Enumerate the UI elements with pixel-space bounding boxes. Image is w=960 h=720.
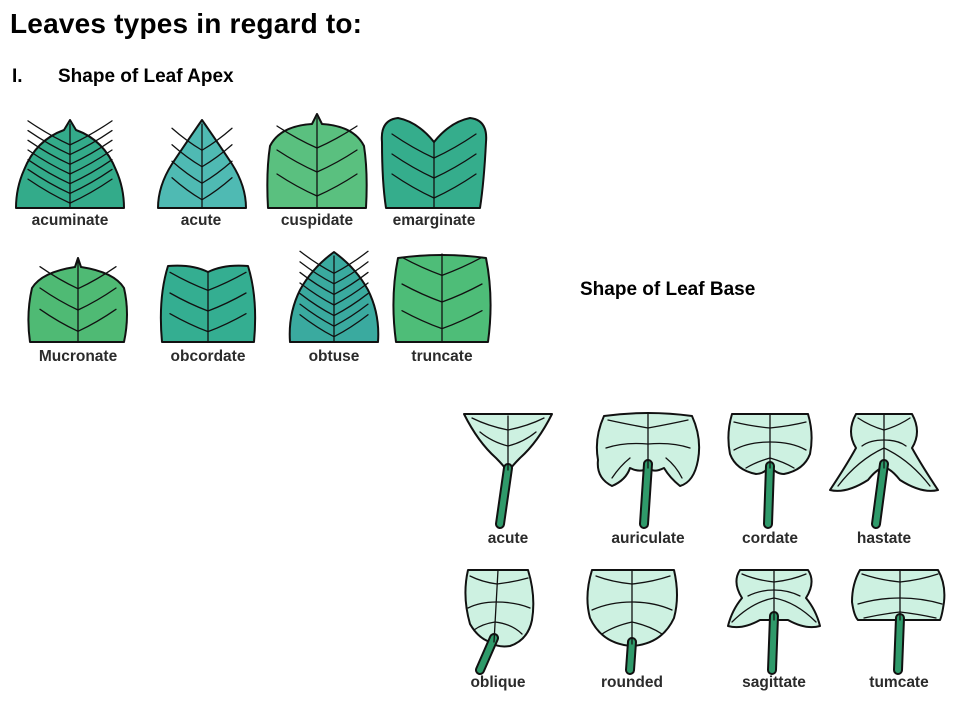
- leaf-shape: [27, 257, 128, 343]
- leaf-base-oblique: oblique: [458, 566, 538, 702]
- leaf-base-tumcate: tumcate: [850, 566, 948, 702]
- leaf-label: emarginate: [392, 212, 476, 229]
- leaf-base-sagittate: sagittate: [726, 566, 822, 702]
- leaf-shape: [288, 250, 380, 343]
- leaf-label: acute: [487, 530, 529, 547]
- leaf-shape: [463, 413, 553, 529]
- leaf-base-rounded: rounded: [584, 566, 680, 702]
- leaf-shape: [851, 569, 946, 675]
- leaf-truncate: truncate: [390, 250, 494, 374]
- leaf-shape: [727, 413, 813, 529]
- leaf-mucronate: Mucronate: [24, 257, 132, 374]
- leaf-label: rounded: [601, 674, 663, 691]
- leaf-cuspidate: cuspidate: [264, 112, 370, 238]
- leaf-shape: [727, 569, 821, 675]
- leaf-label: acuminate: [31, 212, 109, 229]
- leaf-label: auriculate: [611, 530, 685, 547]
- leaf-shape: [159, 264, 257, 343]
- leaf-emarginate: emarginate: [378, 112, 490, 238]
- leaf-acute-apex: acute: [150, 118, 252, 238]
- leaf-shape: [595, 412, 701, 529]
- section-number: I.: [12, 66, 23, 87]
- base-section-heading: Shape of Leaf Base: [580, 279, 756, 300]
- leaf-label: cuspidate: [280, 212, 354, 229]
- leaf-base-acute: acute: [458, 408, 558, 552]
- leaf-shape: [392, 253, 492, 343]
- leaf-shape: [266, 113, 368, 209]
- leaf-shape: [380, 117, 488, 209]
- leaf-label: truncate: [411, 348, 473, 365]
- leaf-label: oblique: [470, 674, 526, 691]
- leaf-label: hastate: [856, 530, 912, 547]
- leaf-obtuse: obtuse: [286, 250, 382, 374]
- leaf-obcordate: obcordate: [154, 258, 262, 374]
- leaf-label: sagittate: [742, 674, 806, 691]
- leaf-shape: [464, 569, 535, 675]
- leaf-acuminate: acuminate: [12, 118, 128, 238]
- leaf-shape: [15, 119, 125, 209]
- leaf-shape: [829, 413, 939, 529]
- apex-section-heading: I. Shape of Leaf Apex: [12, 66, 234, 88]
- leaf-base-auriculate: auriculate: [590, 408, 706, 552]
- page-title: Leaves types in regard to:: [10, 8, 363, 39]
- leaf-shape: [157, 119, 247, 209]
- leaf-base-cordate: cordate: [722, 408, 818, 552]
- leaf-shape: [586, 569, 678, 675]
- leaf-label: tumcate: [869, 674, 929, 691]
- leaf-label: cordate: [742, 530, 798, 547]
- leaf-label: obcordate: [170, 348, 246, 365]
- leaf-base-hastate: hastate: [826, 408, 942, 552]
- leaf-label: obtuse: [308, 348, 360, 365]
- apex-heading-text: Shape of Leaf Apex: [58, 66, 234, 87]
- leaf-label: Mucronate: [38, 348, 118, 365]
- leaf-label: acute: [180, 212, 222, 229]
